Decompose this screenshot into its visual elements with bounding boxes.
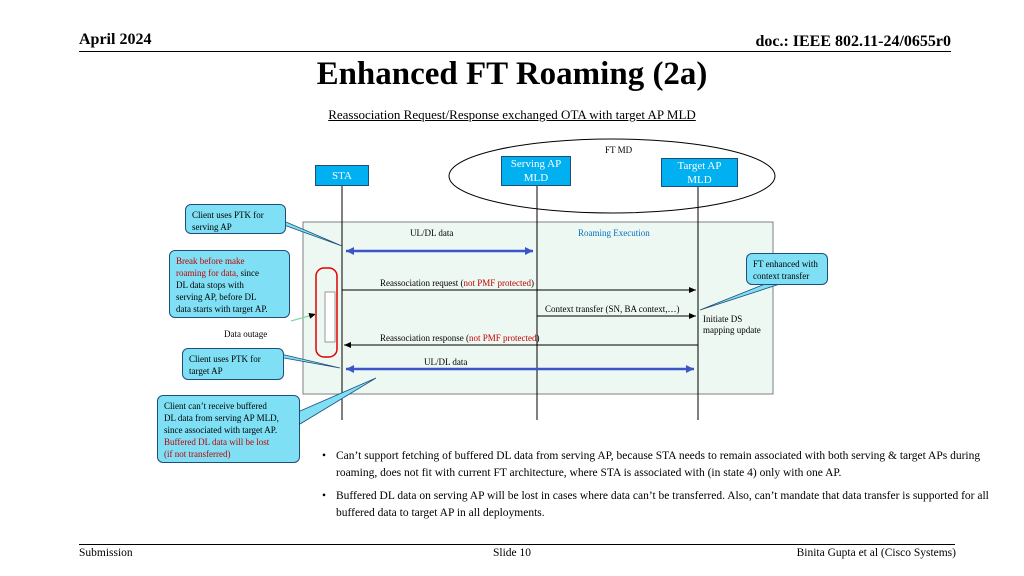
reassoc-request-highlight: not PMF protected	[463, 278, 531, 288]
header-divider	[79, 51, 951, 52]
serving-ap-mld-box: Serving AP MLD	[501, 156, 571, 186]
buffered-line5: (if not transferred)	[164, 449, 231, 459]
bullet-item-2: Buffered DL data on serving AP will be l…	[322, 488, 992, 522]
footer-divider	[79, 544, 955, 545]
slide-title: Enhanced FT Roaming (2a)	[316, 56, 708, 92]
data-outage-highlight	[315, 267, 338, 358]
header-doc-id: doc.: IEEE 802.11-24/0655r0	[755, 33, 951, 50]
reassoc-request-label: Reassociation request (not PMF protected…	[380, 278, 534, 289]
uldl-data-serving-label: UL/DL data	[410, 228, 454, 238]
reassoc-response-suffix: )	[536, 333, 540, 343]
target-ap-label-line1: Target AP	[677, 159, 722, 172]
break-before-make-line3: DL data stops with	[176, 280, 244, 290]
reassoc-request-prefix: Reassociation request (	[380, 278, 464, 288]
break-before-make-line4: serving AP, before DL	[176, 292, 257, 302]
break-before-make-suffix: since	[238, 268, 259, 278]
callout-ft-enhanced: FT enhanced with context transfer	[746, 253, 828, 285]
buffered-line1: Client can’t receive buffered	[164, 401, 267, 411]
initiate-ds-line1: Initiate DS	[703, 314, 743, 324]
ft-md-label: FT MD	[605, 145, 633, 155]
initiate-ds-label: Initiate DS mapping update	[703, 314, 761, 336]
reassoc-response-highlight: not PMF protected	[468, 333, 537, 343]
reassoc-request-suffix: )	[530, 278, 534, 288]
buffered-line4: Buffered DL data will be lost	[164, 437, 270, 447]
ft-enhanced-line1: FT enhanced with	[753, 259, 818, 269]
ft-md-ellipse	[448, 138, 776, 214]
ptk-serving-line2: serving AP	[192, 222, 232, 232]
callout-ptk-serving: Client uses PTK for serving AP	[185, 204, 286, 234]
ptk-target-line1: Client uses PTK for	[189, 354, 261, 364]
target-ap-label-line2: MLD	[687, 173, 712, 186]
uldl-data-target-label: UL/DL data	[424, 357, 468, 367]
target-ap-mld-box: Target AP MLD	[661, 158, 738, 187]
reassoc-response-prefix: Reassociation response (	[380, 333, 469, 343]
callout-buffered-dl: Client can’t receive buffered DL data fr…	[157, 395, 300, 463]
header-date: April 2024	[79, 31, 152, 48]
ft-enhanced-line2: context transfer	[753, 271, 810, 281]
break-before-make-line5: data starts with target AP.	[176, 304, 268, 314]
sta-box: STA	[315, 165, 369, 186]
roaming-execution-label: Roaming Execution	[578, 228, 650, 238]
context-transfer-label: Context transfer (SN, BA context,…)	[545, 304, 680, 314]
footer-submission: Submission	[79, 547, 133, 559]
callout-break-before-make: Break before make roaming for data, sinc…	[169, 250, 290, 318]
outage-gap-bar	[324, 291, 336, 343]
callout-ptk-target: Client uses PTK for target AP	[182, 348, 284, 380]
ptk-serving-line1: Client uses PTK for	[192, 210, 264, 220]
serving-ap-label-line2: MLD	[523, 172, 549, 184]
bullet-list: Can’t support fetching of buffered DL da…	[322, 448, 992, 528]
ptk-target-line2: target AP	[189, 366, 223, 376]
serving-ap-label-line1: Serving AP	[510, 158, 562, 170]
sta-label: STA	[332, 169, 352, 182]
initiate-ds-line2: mapping update	[703, 325, 761, 335]
data-outage-label: Data outage	[224, 329, 268, 339]
footer-slide-number: Slide 10	[492, 547, 531, 559]
footer-authors: Binita Gupta et al (Cisco Systems)	[796, 547, 956, 559]
buffered-line3: since associated with target AP.	[164, 425, 278, 435]
bullet-item-1: Can’t support fetching of buffered DL da…	[322, 448, 992, 482]
slide-subtitle: Reassociation Request/Response exchanged…	[328, 107, 696, 122]
buffered-line2: DL data from serving AP MLD,	[164, 413, 279, 423]
outage-pointer-arrow	[290, 312, 317, 322]
break-before-make-line2: roaming for data,	[176, 268, 239, 278]
reassoc-response-label: Reassociation response (not PMF protecte…	[380, 333, 539, 344]
break-before-make-line1: Break before make	[176, 256, 245, 266]
